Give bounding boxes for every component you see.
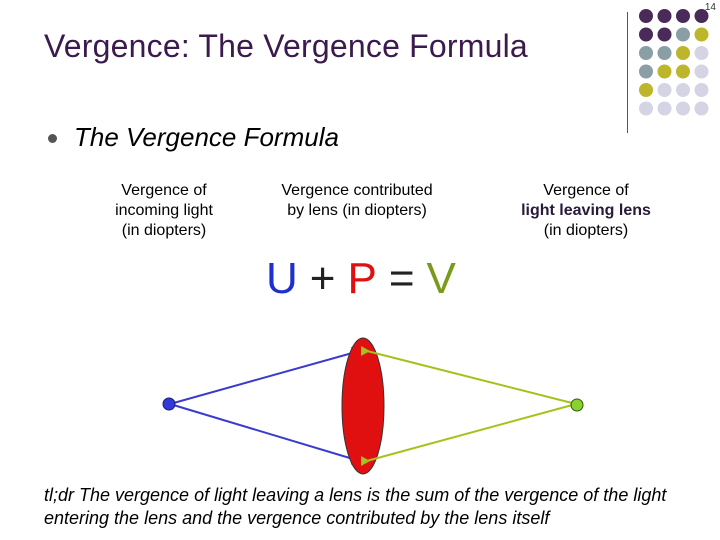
decor-dot (694, 101, 709, 116)
incoming-label-line-3: (in diopters) (121, 222, 207, 239)
leaving-ray-lower (362, 403, 577, 463)
image-point (570, 398, 584, 412)
decor-dot (639, 101, 653, 116)
slide-title: Vergence: The Vergence Formula (44, 28, 528, 64)
object-point (162, 397, 176, 411)
lens-label-line-2: by lens (in diopters) (287, 202, 427, 219)
incoming-ray-lower (169, 403, 365, 465)
decor-dot (676, 46, 690, 60)
decor-dot (657, 64, 672, 79)
formula-u: U (266, 254, 298, 303)
incoming-vergence-label: Vergence of incoming light (in diopters) (84, 181, 244, 241)
slide-number: 14 (704, 2, 716, 13)
decor-dot (694, 9, 709, 23)
decor-dot (657, 9, 672, 23)
leaving-label-line-1: Vergence of (543, 182, 629, 199)
decor-dot (639, 64, 653, 79)
decor-dot (676, 64, 690, 79)
leaving-vergence-label: Vergence of light leaving lens (in diopt… (502, 181, 670, 241)
decor-dot (676, 83, 690, 97)
decor-dot (694, 64, 709, 79)
formula-v: V (426, 254, 456, 303)
decor-dot (657, 27, 672, 42)
incoming-ray-upper (169, 347, 365, 405)
decor-dot (694, 27, 709, 42)
decor-dot (639, 83, 653, 97)
decor-dot (639, 9, 653, 23)
decor-dot (657, 46, 672, 60)
bullet-text: The Vergence Formula (74, 122, 339, 152)
leaving-label-line-3: (in diopters) (543, 222, 629, 239)
formula-equals: = (388, 254, 415, 303)
bullet-marker (48, 134, 57, 143)
decor-dot (657, 83, 672, 97)
upper-ray-arrowhead (361, 346, 370, 356)
incoming-label-line-1: Vergence of (121, 182, 207, 199)
decor-dot (676, 9, 690, 23)
vertical-divider (627, 12, 628, 133)
lens-label-line-1: Vergence contributed (281, 182, 433, 199)
decor-dot (639, 27, 653, 42)
leaving-label-line-2: light leaving lens (521, 202, 651, 219)
lens-vergence-label: Vergence contributed by lens (in diopter… (262, 181, 452, 221)
formula-plus: + (309, 254, 336, 303)
formula-p: P (347, 254, 377, 303)
decor-dot (676, 27, 690, 42)
decor-dot (657, 101, 672, 116)
decor-dot (639, 46, 653, 60)
leaving-ray-upper (362, 349, 577, 405)
decor-dot (694, 46, 709, 60)
vergence-formula: U+P=V (266, 254, 468, 304)
incoming-label-line-2: incoming light (115, 202, 213, 219)
tldr-summary: tl;dr The vergence of light leaving a le… (44, 485, 667, 528)
decor-dot (694, 83, 709, 97)
lower-ray-arrowhead (361, 456, 370, 466)
decor-dot (676, 101, 690, 116)
convex-lens (341, 337, 385, 475)
decorative-dot-grid (639, 9, 709, 116)
